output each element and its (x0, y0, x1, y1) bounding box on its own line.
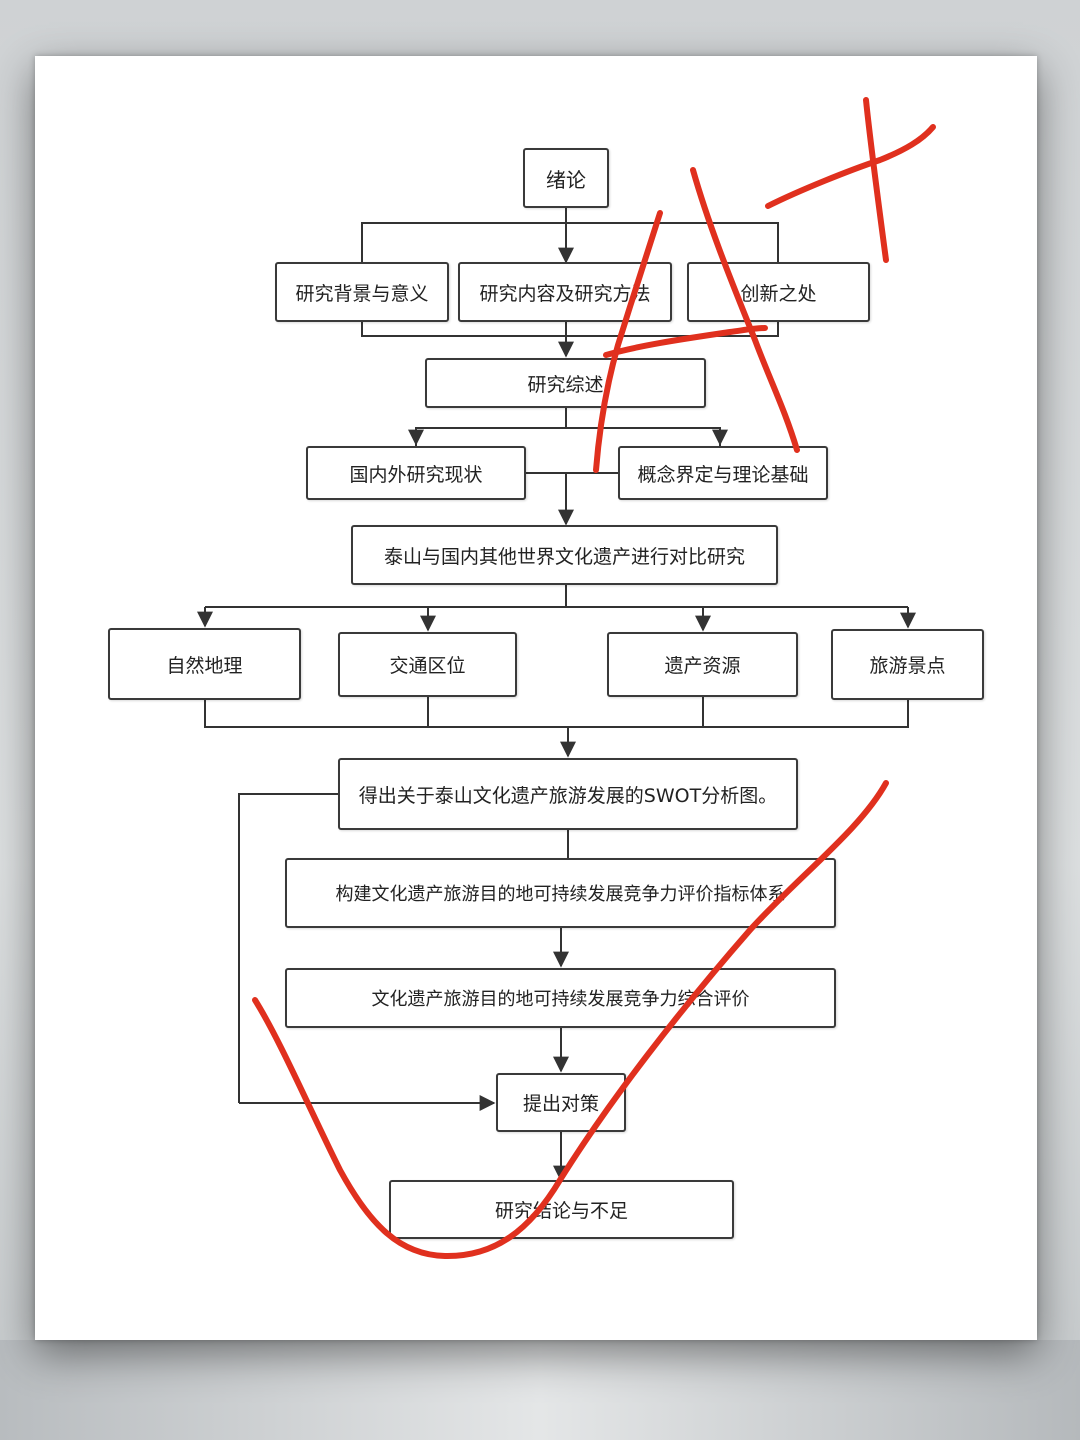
node-scenic: 旅游景点 (831, 629, 984, 700)
grade-plus-horizontal (765, 124, 936, 209)
grade-a-crossbar (603, 325, 768, 358)
grade-plus-vertical (863, 97, 889, 263)
node-index-system: 构建文化遗产旅游目的地可持续发展竞争力评价指标体系 (285, 858, 836, 928)
node-innovation: 创新之处 (687, 262, 870, 322)
node-traffic: 交通区位 (338, 632, 517, 697)
check-mark-icon (252, 780, 889, 1260)
grade-a-left-stroke (593, 210, 663, 473)
node-evaluation: 文化遗产旅游目的地可持续发展竞争力综合评价 (285, 968, 836, 1028)
node-geography: 自然地理 (108, 628, 301, 700)
node-comparison: 泰山与国内其他世界文化遗产进行对比研究 (351, 525, 778, 585)
grade-a-right-stroke (690, 167, 800, 453)
node-swot: 得出关于泰山文化遗产旅游发展的SWOT分析图。 (338, 758, 798, 830)
node-concept-theory: 概念界定与理论基础 (618, 446, 828, 500)
node-domestic-foreign: 国内外研究现状 (306, 446, 526, 500)
background-floor (0, 1340, 1080, 1440)
node-countermeasures: 提出对策 (496, 1073, 626, 1132)
node-intro: 绪论 (523, 148, 609, 208)
node-review: 研究综述 (425, 358, 706, 408)
node-background: 研究背景与意义 (275, 262, 449, 322)
node-heritage: 遗产资源 (607, 632, 798, 697)
